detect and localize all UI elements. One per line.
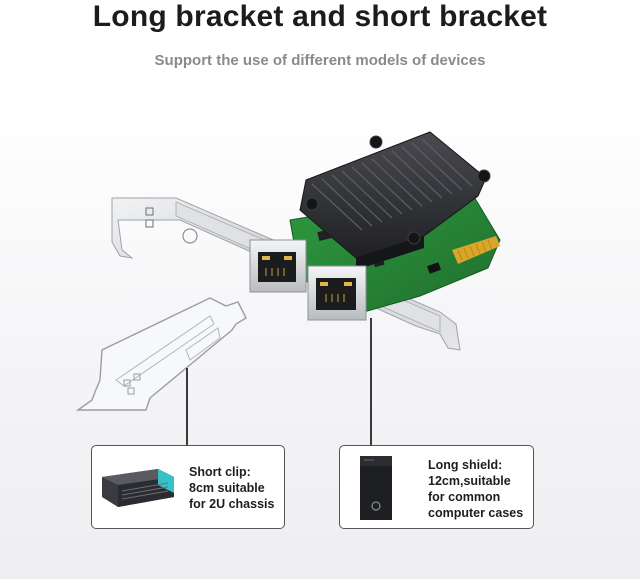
long-bracket-card: Long shield: 12cm,suitable for common co… [339, 445, 534, 529]
short-bracket-leader-line [186, 368, 188, 446]
long-bracket-leader-line [370, 318, 372, 446]
rj45-port-2 [307, 265, 367, 321]
page-subtitle: Support the use of different models of d… [154, 52, 486, 69]
short-bracket [75, 297, 247, 411]
page-title: Long bracket and short bracket [92, 0, 548, 33]
tower-pc-icon [360, 456, 392, 520]
short-bracket-description: Short clip: 8cm suitable for 2U chassis [189, 465, 275, 511]
rj45-port-1 [249, 239, 307, 293]
heatsink [299, 131, 491, 270]
short-bracket-card: Short clip: 8cm suitable for 2U chassis [91, 445, 285, 529]
mini-pc-icon [102, 469, 174, 507]
network-card-illustration [75, 131, 501, 411]
long-bracket-description: Long shield: 12cm,suitable for common co… [428, 458, 524, 520]
